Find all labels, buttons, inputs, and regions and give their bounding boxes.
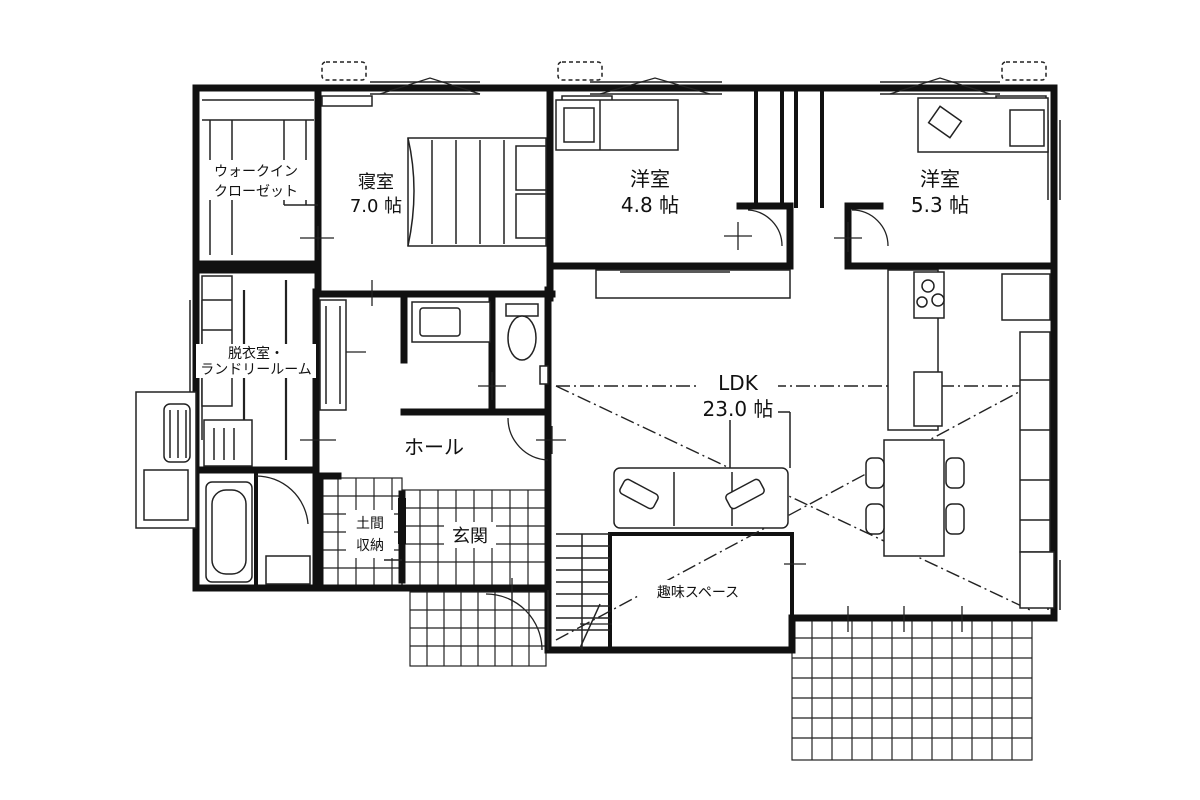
laundry-fixtures <box>201 275 288 467</box>
desk-room2 <box>834 97 1049 252</box>
hall-name: ホール <box>404 435 464 459</box>
room2-name: 洋室 <box>920 167 960 191</box>
bedroom-size: 7.0 帖 <box>350 196 402 217</box>
outdoor-unit <box>135 391 197 529</box>
storage-label-line2: 収納 <box>356 538 384 554</box>
closet-label-line1: ウォークイン <box>214 164 298 180</box>
washbasin <box>411 301 491 343</box>
ldk-name: LDK <box>718 371 759 395</box>
laundry-label-line1: 脱衣室・ <box>228 345 284 362</box>
stairs <box>556 533 610 650</box>
entrance-name: 玄関 <box>452 526 488 547</box>
ldk-diagonals <box>555 385 1031 641</box>
storage-label-line1: 土間 <box>356 516 384 532</box>
desk-room1 <box>555 99 783 250</box>
tv-board <box>595 269 791 299</box>
room2-size: 5.3 帖 <box>911 193 969 217</box>
ldk-size: 23.0 帖 <box>703 397 774 421</box>
laundry-label-line2: ランドリールーム <box>200 362 312 378</box>
bedroom-name: 寝室 <box>358 172 394 193</box>
hall-closet <box>319 299 366 411</box>
room-labels: ウォークイン クローゼット 寝室 7.0 帖 洋室 4.8 帖 洋室 5.3 帖… <box>196 160 969 604</box>
bathtub <box>205 475 311 585</box>
wood-deck-tiles <box>791 617 1033 761</box>
bed <box>407 137 547 247</box>
kitchen <box>887 269 1055 609</box>
entrance-door <box>384 498 550 651</box>
deck-doors <box>580 563 963 632</box>
sofa <box>613 411 791 529</box>
dining-table <box>865 439 965 557</box>
hall-doors <box>300 280 566 461</box>
closet-label-line2: クローゼット <box>214 184 298 200</box>
front-porch-tiles <box>409 591 547 667</box>
room1-size: 4.8 帖 <box>621 193 679 217</box>
hobby-name: 趣味スペース <box>657 585 739 601</box>
toilet <box>478 303 549 400</box>
room1-name: 洋室 <box>630 167 670 191</box>
